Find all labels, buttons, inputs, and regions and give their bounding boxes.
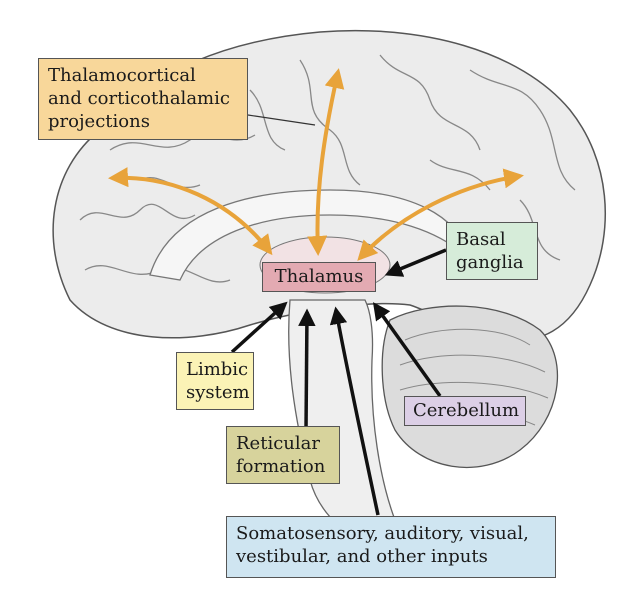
limbic-system-label: Limbic system xyxy=(176,352,254,410)
limbic-arrow xyxy=(230,301,288,354)
cerebellum-arrow xyxy=(372,302,442,398)
sensory-inputs-label-line-2: vestibular, and other inputs xyxy=(236,546,488,567)
reticular-arrow xyxy=(298,308,316,431)
sensory-inputs-label: Somatosensory, auditory, visual, vestibu… xyxy=(226,516,556,578)
thalamocortical-label-line-1: Thalamocortical xyxy=(48,65,196,86)
reticular-formation-label: Reticular formation xyxy=(226,426,340,484)
limbic-system-label-line-1: Limbic xyxy=(186,359,249,380)
sensory-inputs-label-line-1: Somatosensory, auditory, visual, xyxy=(236,523,529,544)
input-arrows xyxy=(230,248,447,516)
thalamocortical-leader-line xyxy=(247,114,316,126)
reticular-formation-label-line-1: Reticular xyxy=(236,433,320,454)
basal-ganglia-label-line-1: Basal xyxy=(456,229,506,250)
limbic-system-label-line-2: system xyxy=(186,382,250,403)
basal-ganglia-label-line-2: ganglia xyxy=(456,252,524,273)
inputs-arrow xyxy=(329,306,380,516)
basal-ganglia-label: Basal ganglia xyxy=(446,222,538,280)
projection-arrow-right xyxy=(357,168,524,261)
thalamocortical-label-line-2: and corticothalamic xyxy=(48,88,230,109)
projection-arrow-left xyxy=(108,167,273,256)
thalamocortical-label-line-3: projections xyxy=(48,111,150,132)
thalamocortical-projections xyxy=(108,68,524,261)
thalamocortical-label: Thalamocortical and corticothalamic proj… xyxy=(38,58,248,140)
projection-arrow-up xyxy=(307,68,345,256)
cerebellum-label: Cerebellum xyxy=(404,396,526,426)
basal-ganglia-arrow xyxy=(384,248,447,277)
reticular-formation-label-line-2: formation xyxy=(236,456,326,477)
cerebellum-region xyxy=(381,305,559,469)
thalamus-label: Thalamus xyxy=(262,262,376,292)
